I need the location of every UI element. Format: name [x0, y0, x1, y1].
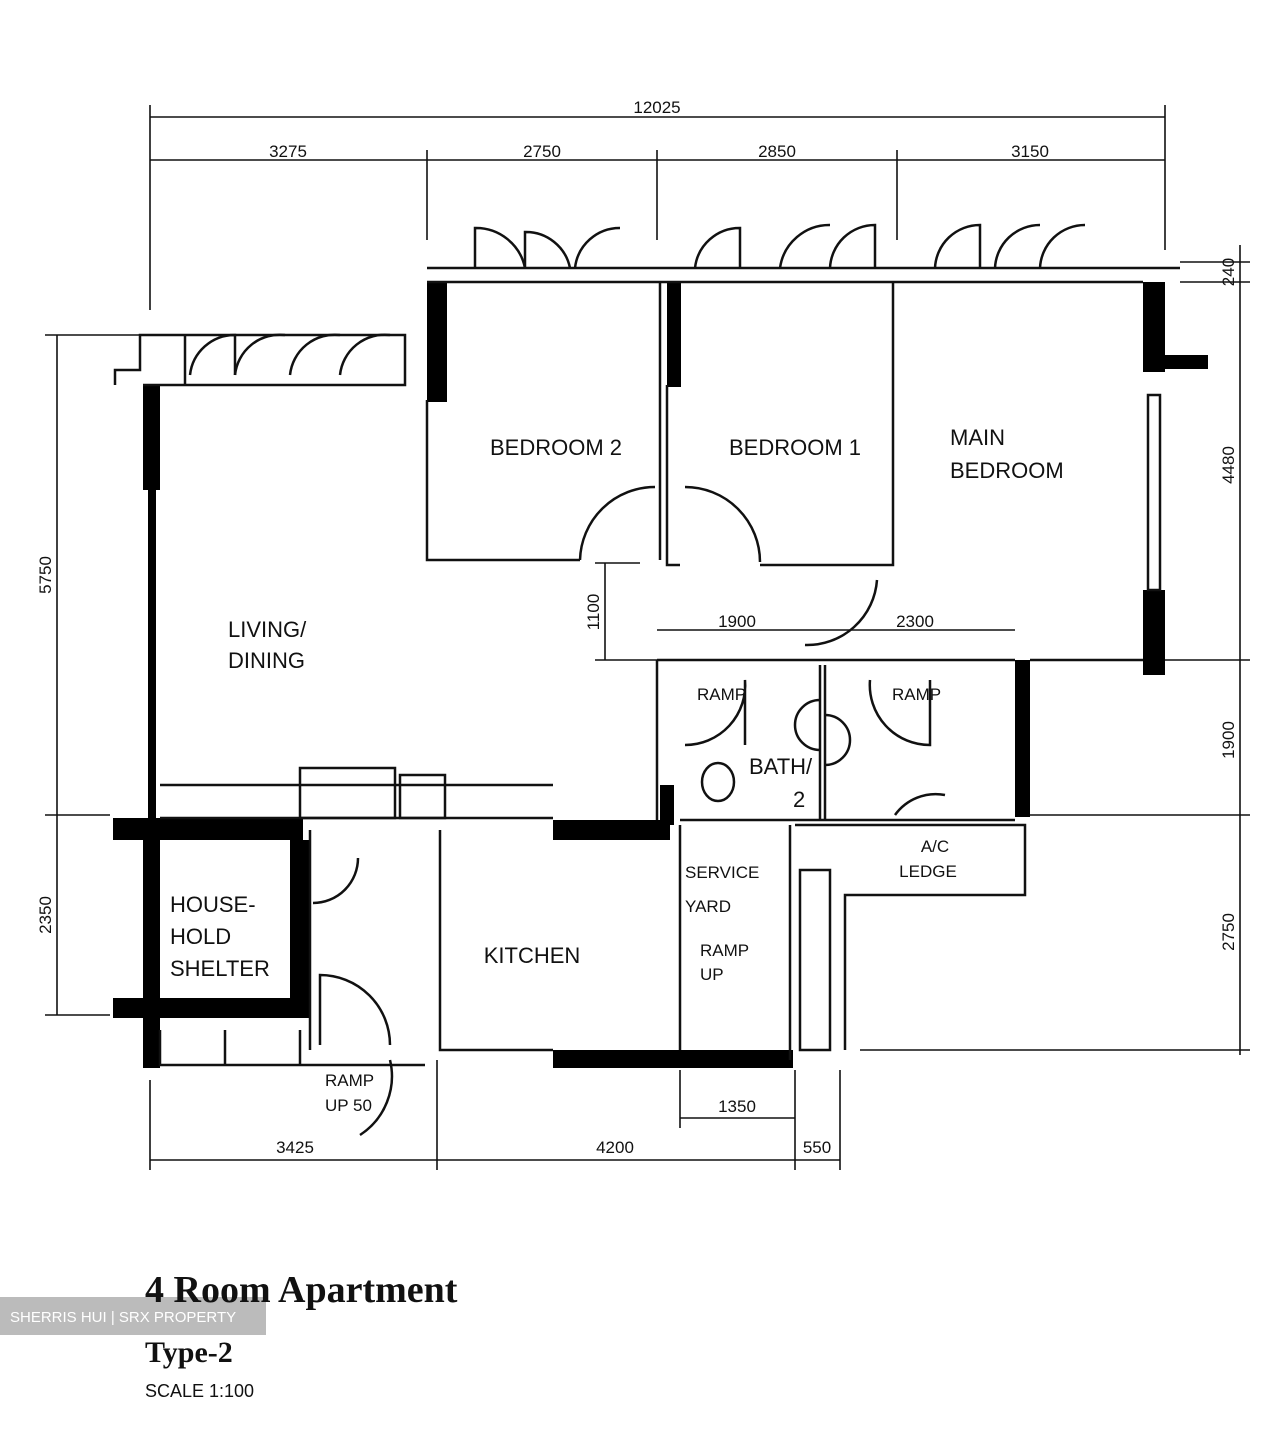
label-shelter-3: SHELTER: [170, 956, 270, 981]
dim-left-1: 5750: [36, 556, 55, 594]
dim-right-2: 4480: [1219, 446, 1238, 484]
plan-scale: SCALE 1:100: [145, 1381, 254, 1401]
label-bedroom-1: BEDROOM 1: [729, 435, 861, 460]
dim-bottom-2: 4200: [596, 1138, 634, 1157]
dimension-lines: [45, 105, 1250, 1170]
dim-top-3: 2850: [758, 142, 796, 161]
label-ramp-entry-2: UP 50: [325, 1096, 372, 1115]
windows: [188, 223, 1086, 376]
dim-right-3: 1900: [1219, 721, 1238, 759]
label-main-bedroom-1: MAIN: [950, 425, 1005, 450]
label-kitchen: KITCHEN: [484, 943, 581, 968]
label-service-yard-1: SERVICE: [685, 863, 759, 882]
label-ac-ledge-1: A/C: [921, 837, 949, 856]
door-swings: [312, 485, 946, 1137]
dim-bottom-inner: 1350: [718, 1097, 756, 1116]
dim-top-4: 3150: [1011, 142, 1049, 161]
label-main-bedroom-2: BEDROOM: [950, 458, 1064, 483]
label-ramp-entry-1: RAMP: [325, 1071, 374, 1090]
watermark-banner: [0, 1297, 266, 1335]
plan-subtitle: Type-2: [145, 1336, 233, 1369]
dim-bottom-3: 550: [803, 1138, 831, 1157]
label-ac-ledge-2: LEDGE: [899, 862, 957, 881]
dim-top-1: 3275: [269, 142, 307, 161]
label-ramp-up-yard-1: RAMP: [700, 941, 749, 960]
dim-corridor-depth: 1100: [584, 594, 603, 631]
dim-corridor-2: 2300: [896, 612, 934, 631]
dim-corridor-1: 1900: [718, 612, 756, 631]
label-living-2: DINING: [228, 648, 305, 673]
dim-right-1: 240: [1219, 258, 1238, 286]
label-bath-2-2: 2: [793, 787, 805, 812]
label-ramp-up-yard-2: UP: [700, 965, 724, 984]
label-shelter-2: HOLD: [170, 924, 231, 949]
dim-overall-width: 12025: [633, 98, 680, 117]
label-living-1: LIVING/: [228, 617, 307, 642]
dim-bottom-1: 3425: [276, 1138, 314, 1157]
label-bath-2-1: BATH/: [749, 754, 813, 779]
watermark-text: SHERRIS HUI | SRX PROPERTY: [10, 1309, 236, 1326]
dim-left-2: 2350: [36, 896, 55, 934]
walls: [113, 282, 1208, 1068]
room-outlines: [113, 266, 1180, 1067]
label-bedroom-2: BEDROOM 2: [490, 435, 622, 460]
label-ramp-bath-1: RAMP: [892, 685, 941, 704]
dim-top-2: 2750: [523, 142, 561, 161]
label-shelter-1: HOUSE-: [170, 892, 256, 917]
label-service-yard-2: YARD: [685, 897, 731, 916]
dim-right-4: 2750: [1219, 913, 1238, 951]
plan-title: 4 Room Apartment: [145, 1269, 458, 1311]
label-ramp-bath-2: RAMP: [697, 685, 746, 704]
